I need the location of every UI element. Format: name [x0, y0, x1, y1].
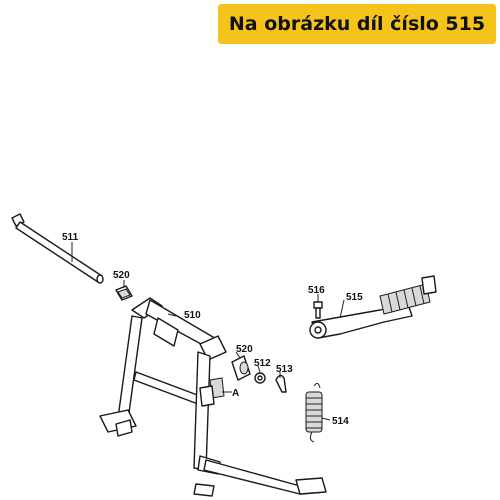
washer-512[interactable] — [254, 372, 266, 384]
label-511: 511 — [62, 232, 79, 243]
banner-text: Na obrázku díl číslo 515 — [228, 13, 486, 35]
bushing-520-upper[interactable] — [115, 285, 133, 301]
label-515: 515 — [346, 292, 363, 303]
cotter-pin-513[interactable] — [275, 374, 287, 393]
label-513: 513 — [276, 364, 293, 375]
label-510: 510 — [184, 310, 201, 321]
side-stand-515[interactable] — [309, 275, 437, 339]
spring-514[interactable] — [305, 382, 323, 443]
shaft-511[interactable] — [11, 213, 104, 284]
label-516: 516 — [308, 285, 325, 296]
bushing-520-middle[interactable] — [231, 355, 251, 381]
part-number-banner: Na obrázku díl číslo 515 — [218, 4, 496, 44]
label-520-middle: 520 — [236, 344, 253, 355]
label-a: A — [232, 388, 239, 399]
label-512: 512 — [254, 358, 271, 369]
main-stand-510[interactable] — [99, 297, 327, 497]
label-520-upper: 520 — [113, 270, 130, 281]
label-514: 514 — [332, 416, 349, 427]
bolt-516[interactable] — [313, 301, 323, 319]
